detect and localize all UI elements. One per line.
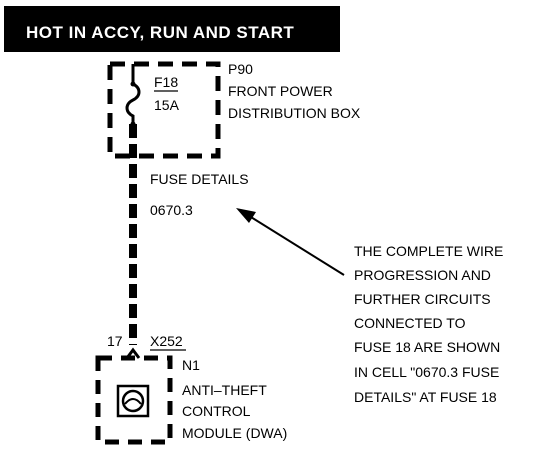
fuse-terminal-top [130,81,136,87]
note-line: IN CELL "0670.3 FUSE [354,364,499,380]
note-text: THE COMPLETE WIRE PROGRESSION AND FURTHE… [354,243,503,405]
anti-theft-module [95,355,173,445]
header-banner: HOT IN ACCY, RUN AND START [4,6,340,52]
fuse-box-code: P90 [228,61,253,77]
note-line: FUSE 18 ARE SHOWN [354,339,500,355]
fuse-box: F18 15A [107,61,221,159]
connector-name: X252 [150,333,183,349]
arrow-head-icon [236,208,256,223]
module-connector-icon [116,384,150,418]
note-line: PROGRESSION AND [354,267,491,283]
note-line: CONNECTED TO [354,315,466,331]
header-background [4,6,340,52]
module-name-line3: MODULE (DWA) [182,425,287,441]
fuse-box-name-line2: DISTRIBUTION BOX [228,105,361,121]
module-outline [95,355,173,445]
arrow-shaft [245,213,345,276]
module-name-line1: ANTI–THEFT [182,382,267,398]
note-line: DETAILS" AT FUSE 18 [354,389,497,405]
fuse-details-label: FUSE DETAILS [150,171,249,187]
note-line: FURTHER CIRCUITS [354,291,491,307]
connector-pin-icon [125,347,141,359]
fuse-box-name-line1: FRONT POWER [228,83,333,99]
fuse-details-code: 0670.3 [150,202,193,218]
fuse-symbol-icon [125,64,141,124]
connector-x252: 17 X252 [107,333,186,359]
fuse-rating: 15A [154,97,180,113]
note-line: THE COMPLETE WIRE [354,243,503,259]
module-terminal-icon [121,389,145,413]
module-ground-icon [124,398,142,405]
header-title: HOT IN ACCY, RUN AND START [26,23,294,42]
fuse-id: F18 [154,74,178,90]
module-name-line2: CONTROL [182,403,251,419]
connector-pin: 17 [107,333,123,349]
note-pointer-arrow [236,208,345,276]
fuse-box-outline [107,61,221,159]
module-code: N1 [182,357,200,373]
